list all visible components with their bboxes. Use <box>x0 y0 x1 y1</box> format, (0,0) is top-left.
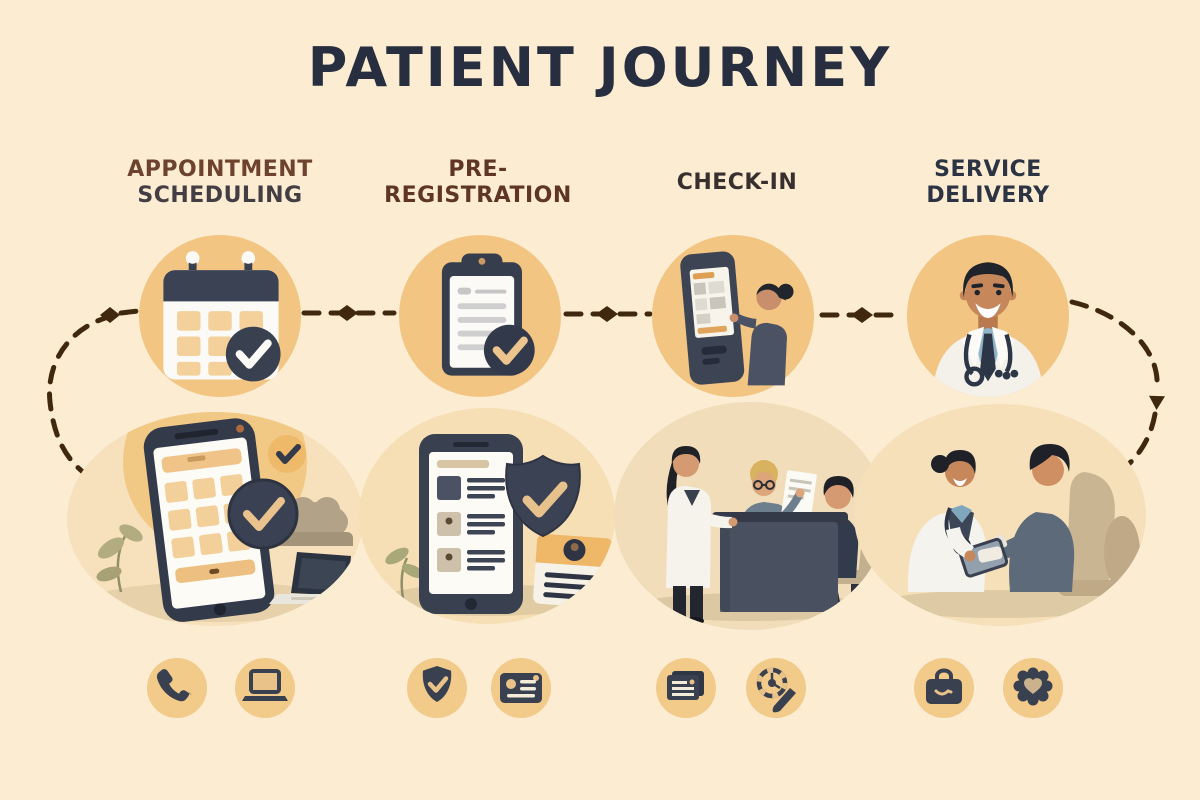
reception-desk-illustration <box>614 402 886 630</box>
stage-label-line2: REGISTRATION <box>384 183 572 208</box>
calendar-check-icon <box>138 234 302 398</box>
stage-label-service-delivery: SERVICE DELIVERY <box>868 148 1108 218</box>
stage-label-line1: PRE- <box>448 157 508 183</box>
doctor-portrait-icon <box>906 234 1070 398</box>
id-card-icon <box>491 658 551 718</box>
heart-badge-icon <box>1003 658 1063 718</box>
phone-icon <box>147 658 207 718</box>
page-title: PATIENT JOURNEY <box>307 36 893 99</box>
medical-bag-icon <box>914 658 974 718</box>
stage-label-appointment-scheduling: APPOINTMENT SCHEDULING <box>100 148 340 218</box>
stage-label-line1: SERVICE <box>934 157 1042 183</box>
kiosk-checkin-icon <box>651 234 815 398</box>
arrowhead-right <box>1149 395 1165 410</box>
stage-label-line2: SCHEDULING <box>137 183 303 208</box>
stage-label-check-in: CHECK-IN <box>617 148 857 218</box>
stage-label-line1: APPOINTMENT <box>127 157 313 183</box>
stage-label-line2: DELIVERY <box>926 183 1050 208</box>
form-icon <box>656 658 716 718</box>
clipboard-check-icon <box>398 234 562 398</box>
stage-label-pre-registration: PRE- REGISTRATION <box>358 148 598 218</box>
shield-check-icon <box>407 658 467 718</box>
laptop-icon <box>235 658 295 718</box>
clock-pen-icon <box>746 658 806 718</box>
doctor-patient-consult-illustration <box>854 404 1146 626</box>
stage-label-line1: CHECK-IN <box>676 170 798 196</box>
phone-forms-id-card-illustration <box>359 408 615 624</box>
phone-calendar-booking-illustration <box>67 412 363 626</box>
